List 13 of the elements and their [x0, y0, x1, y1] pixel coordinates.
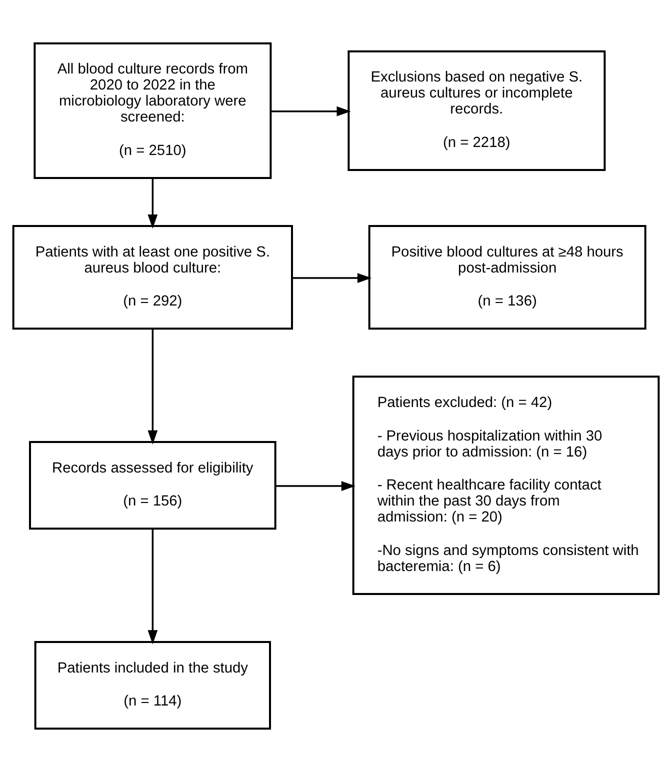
node-box: Patients included in the study (n = 114)	[34, 641, 271, 730]
arrow	[148, 178, 158, 229]
node-box: Patients with at least one positive S. aureus blood culture: (n = 292)	[12, 225, 293, 330]
node-box: Exclusions based on negative S. aureus cultures or incomplete records. (n = 2218)	[348, 50, 606, 171]
arrow	[148, 328, 158, 444]
arrow	[276, 481, 356, 491]
arrow	[292, 273, 372, 283]
arrow	[148, 528, 158, 644]
node-box: Records assessed for eligibility (n = 156)	[29, 441, 276, 530]
node-box: Positive blood cultures at ≥48 hours post-admission (n = 136)	[368, 225, 646, 330]
arrow	[271, 106, 351, 116]
node-box: All blood culture records from 2020 to 2022 in the microbiology laboratory were screened: (n = 2510)	[34, 42, 272, 179]
node-box: Patients excluded: (n = 42) - Previous hospitalization within 30 days prior to admission: (n = 16) - Recent healthcare facility contact within the past 30 days from admission: (n = 20) -No signs and symptoms consistent with bacteremia: (n = 6)	[352, 376, 660, 595]
